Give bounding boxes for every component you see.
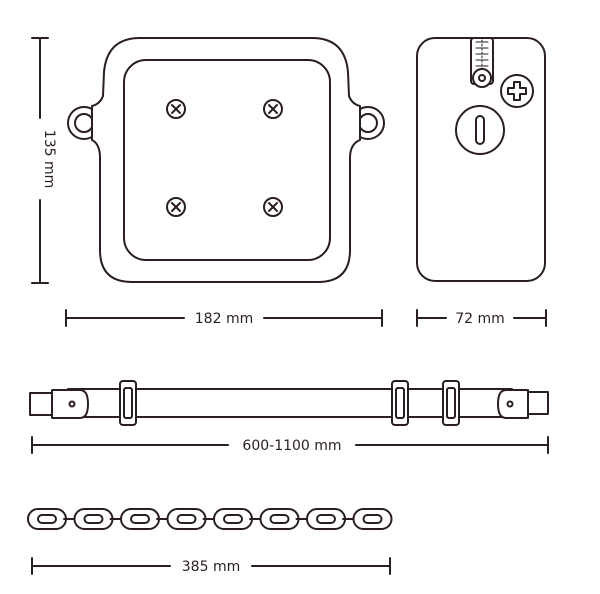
- chain-link: [213, 508, 253, 530]
- cross-icon: [263, 197, 283, 217]
- chain-link: [259, 508, 300, 530]
- chain-length-label: 385 mm: [182, 559, 240, 575]
- strap-dimension-line: [31, 436, 549, 454]
- cross-icon: [166, 99, 186, 119]
- height-label: 135 mm: [41, 130, 57, 188]
- bag-side-view: [416, 37, 546, 282]
- bag-front-view: [67, 37, 385, 283]
- chain-link: [73, 508, 114, 530]
- chain-link: [166, 508, 207, 530]
- chain-link: [120, 508, 160, 530]
- height-dimension-line: [31, 37, 49, 284]
- strap-length-label: 600-1100 mm: [242, 438, 341, 454]
- strap-drawing: [29, 380, 549, 426]
- zipper-icon: [470, 37, 494, 88]
- screw-icon: [500, 74, 534, 108]
- chain-link: [27, 508, 67, 530]
- cross-icon: [166, 197, 186, 217]
- chain-link: [306, 508, 346, 530]
- width-label: 182 mm: [195, 311, 253, 327]
- left-ring-inner: [74, 113, 94, 133]
- strap-slider: [391, 380, 409, 426]
- strap-slider: [119, 380, 137, 426]
- right-ring-inner: [358, 113, 378, 133]
- chain-dimension-line: [31, 557, 391, 575]
- depth-label: 72 mm: [455, 311, 505, 327]
- slot-screw: [455, 105, 505, 155]
- bag-inner-panel: [123, 59, 331, 261]
- cross-icon: [263, 99, 283, 119]
- strap-band: [67, 388, 513, 418]
- strap-slider: [442, 380, 460, 426]
- chain-drawing: [27, 508, 393, 530]
- depth-dimension-line: [416, 309, 547, 327]
- width-dimension-line: [65, 309, 383, 327]
- chain-link: [352, 508, 393, 530]
